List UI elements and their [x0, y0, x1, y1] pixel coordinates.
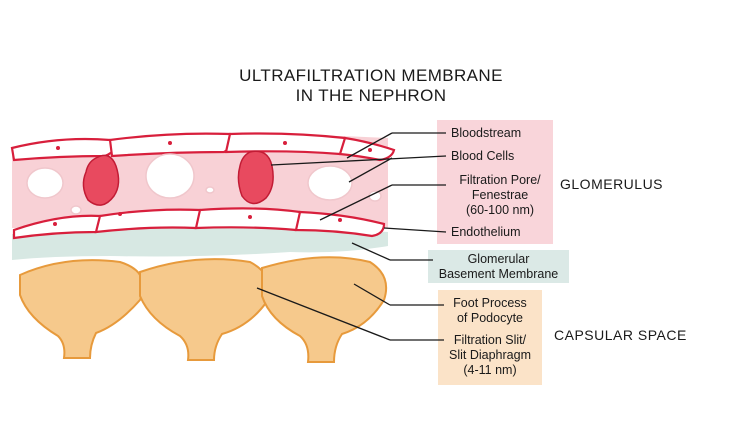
label-filtration-pore-line-1: Filtration Pore/ [459, 173, 541, 187]
label-gbm: Glomerular Basement Membrane [428, 252, 569, 282]
diagram-title-line-1: ULTRAFILTRATION MEMBRANE [239, 66, 503, 85]
label-filtration-slit-line-2: Slit Diaphragm [449, 348, 531, 362]
leader-lines [256, 132, 447, 341]
label-filtration-pore-line-3: (60-100 nm) [465, 203, 535, 217]
foot-process-1 [19, 259, 145, 359]
capsular-label-box [438, 290, 542, 385]
label-foot-process: Foot Process of Podocyte [438, 296, 542, 326]
leader-filtration-pore [319, 184, 393, 221]
label-gbm-line-1: Glomerular [467, 252, 530, 266]
label-foot-process-line-2: of Podocyte [456, 311, 523, 325]
gbm-label-box [428, 250, 569, 283]
lower-endothelial-wall [12, 207, 386, 240]
white-cells [26, 153, 382, 215]
label-foot-process-line-1: Foot Process [453, 296, 527, 310]
label-bloodstream: Bloodstream [451, 126, 522, 140]
red-blood-cells [82, 150, 274, 206]
foot-process-3 [261, 256, 388, 363]
label-filtration-slit-line-1: Filtration Slit/ [453, 333, 527, 347]
diagram-title-line-2: IN THE NEPHRON [295, 86, 447, 105]
section-capsular-space: CAPSULAR SPACE [554, 327, 687, 343]
basement-membrane-band [12, 227, 388, 260]
endothelial-nuclei [53, 141, 372, 226]
label-blood-cells: Blood Cells [451, 149, 515, 163]
section-glomerulus: GLOMERULUS [560, 176, 664, 192]
glomerulus-label-box [437, 120, 553, 244]
label-filtration-pore: Filtration Pore/ Fenestrae (60-100 nm) [445, 173, 555, 218]
leader-bloodstream [346, 132, 393, 159]
label-endothelium: Endothelium [451, 225, 521, 239]
label-filtration-slit: Filtration Slit/ Slit Diaphragm (4-11 nm… [438, 333, 542, 378]
podocyte-foot-processes [19, 256, 388, 363]
leader-foot-process [353, 283, 391, 306]
leader-endothelium [383, 227, 447, 233]
leader-filtration-slit [256, 287, 391, 341]
foot-process-2 [139, 258, 271, 361]
label-filtration-pore-line-2: Fenestrae [471, 188, 529, 202]
label-filtration-slit-line-3: (4-11 nm) [463, 363, 517, 377]
leader-blood-cells [270, 155, 447, 166]
leader-gbm [351, 242, 391, 261]
label-gbm-line-2: Basement Membrane [438, 267, 559, 281]
